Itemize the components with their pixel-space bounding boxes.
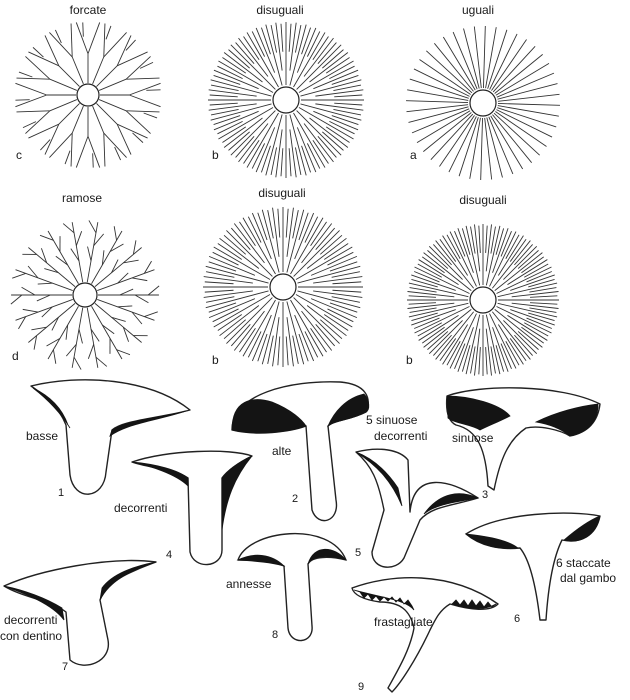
mushroom-profile-annesse: annesse 5 8 — [226, 532, 361, 642]
profile-label-line: decorrenti — [4, 613, 57, 627]
gill-rosette-disuguali: disuguali b — [406, 193, 559, 376]
profile-label: sinuose — [452, 431, 494, 445]
stem-hub — [72, 282, 98, 308]
profile-number: 6 — [514, 613, 520, 625]
profile-number: 2 — [292, 493, 298, 505]
mushroom-profile-alte: alte 2 — [231, 381, 370, 522]
stem-hub — [469, 89, 497, 117]
gill-rosette-disuguali: disuguali b — [208, 3, 364, 178]
stem-hub — [269, 273, 297, 301]
profile-number: 1 — [58, 487, 64, 499]
profile-number: 8 — [272, 629, 278, 641]
gill-lines — [208, 22, 364, 178]
rosette-title: forcate — [70, 3, 107, 17]
gill-rosette-disuguali: disuguali b — [203, 186, 363, 367]
rosette-letter: d — [12, 349, 19, 363]
profile-label-line: decorrenti — [374, 429, 427, 443]
profile-label: frastagliate — [374, 615, 433, 629]
gill-lines — [15, 22, 161, 168]
rosette-title: disuguali — [256, 3, 303, 17]
profile-number: 4 — [166, 549, 172, 561]
mushroom-profile-sinuose-decorrenti: 5 sinuose decorrenti — [355, 413, 480, 568]
rosette-title: uguali — [462, 3, 494, 17]
profile-label-line: dal gambo — [560, 571, 616, 585]
rosette-letter: b — [406, 353, 413, 367]
rosette-title: ramose — [62, 191, 102, 205]
stem-hub — [272, 86, 300, 114]
gill-rosette-forcate: forcate c — [15, 3, 161, 168]
profile-label: decorrenti — [114, 501, 167, 515]
profile-label-line: con dentino — [0, 629, 62, 643]
profile-label: alte — [272, 444, 292, 458]
gill-lines — [10, 220, 160, 370]
rosette-letter: a — [410, 148, 417, 162]
profile-number: 9 — [358, 681, 364, 693]
rosette-title: disuguali — [258, 186, 305, 200]
gill-rosette-uguali: uguali a — [406, 3, 560, 180]
profile-label: annesse — [226, 577, 272, 591]
profile-label-line: 6 staccate — [556, 556, 611, 570]
mushroom-profile-decorrenti: decorrenti 4 — [114, 450, 253, 566]
rosette-letter: b — [212, 353, 219, 367]
gill-lines — [406, 26, 560, 180]
stem-hub — [469, 286, 497, 314]
profile-number: 3 — [482, 489, 488, 501]
gill-lines — [407, 224, 559, 376]
rosette-letter: c — [16, 148, 22, 162]
profile-number: 5 — [355, 547, 361, 559]
gill-rosette-ramose: ramose d — [10, 191, 160, 370]
rosette-letter: b — [212, 148, 219, 162]
mushroom-profile-sinuose: sinuose 3 — [445, 387, 601, 501]
gill-lines — [203, 207, 363, 367]
rosette-title: disuguali — [459, 193, 506, 207]
stem-hub — [76, 83, 100, 107]
mushroom-profile-basse: basse 1 — [26, 379, 191, 499]
profile-label-line: 5 sinuose — [366, 413, 418, 427]
profile-label: basse — [26, 429, 58, 443]
profile-number: 7 — [62, 661, 68, 673]
mushroom-profile-decorrenti-dentino: decorrenti con dentino 7 — [0, 559, 157, 673]
mushroom-profile-frastagliate: frastagliate 9 — [351, 577, 499, 693]
mushroom-profile-staccate: 6 staccate dal gambo 6 — [464, 512, 616, 625]
